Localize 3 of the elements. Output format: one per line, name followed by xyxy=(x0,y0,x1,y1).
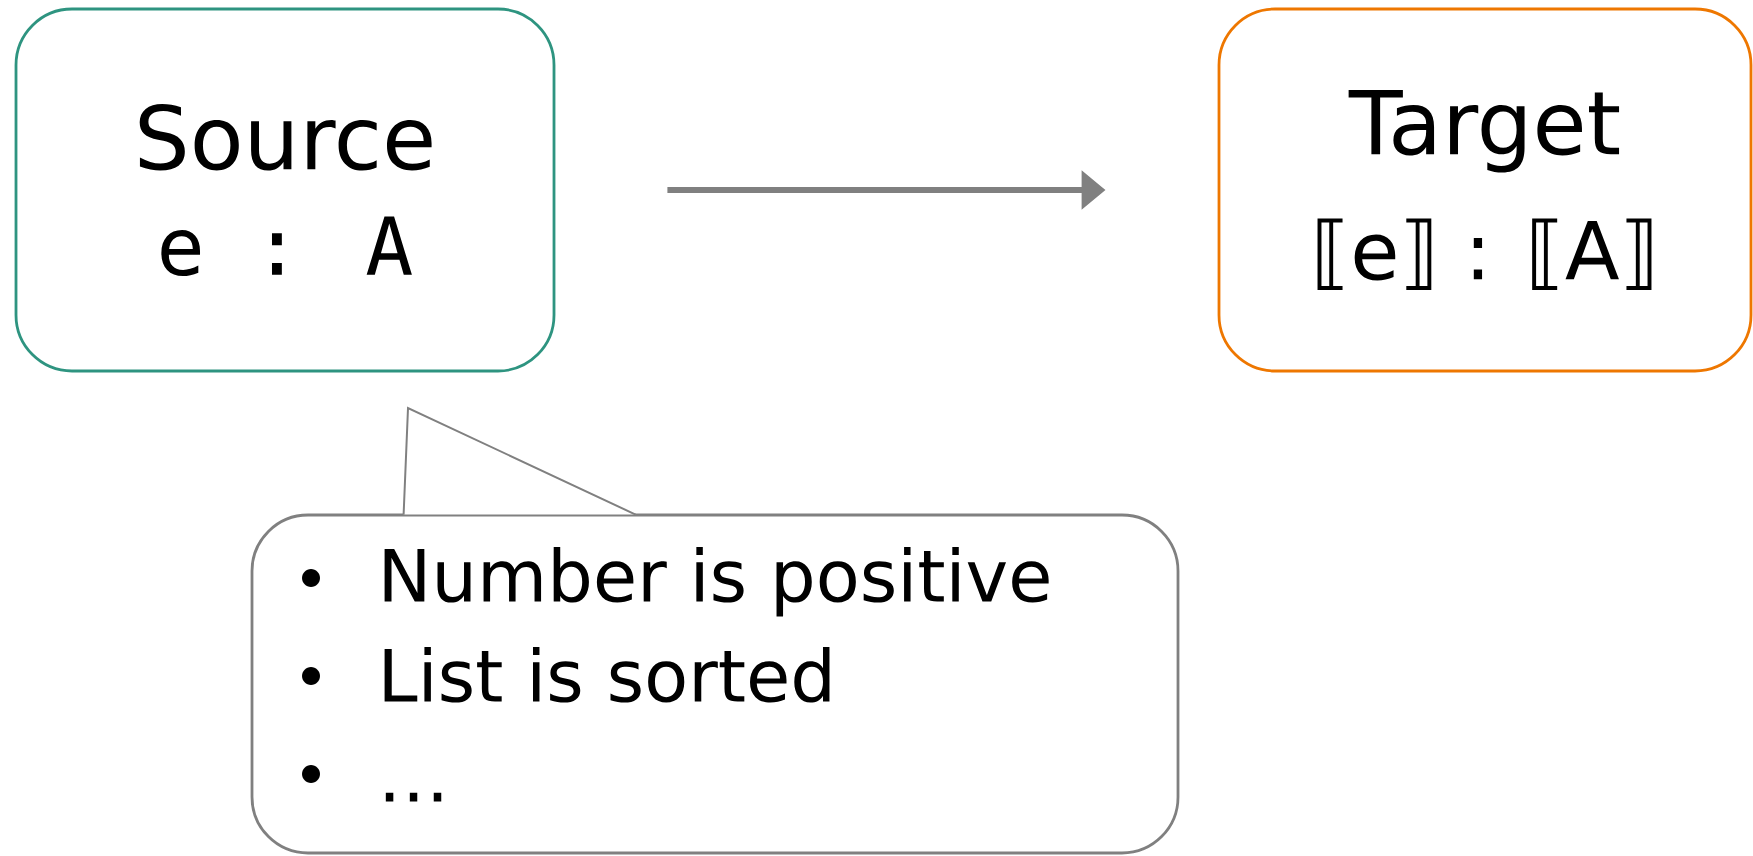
speech-bubble: Number is positive List is sorted … xyxy=(250,406,1180,855)
target-box: Target ⟦e⟧ : ⟦A⟧ xyxy=(1217,7,1753,373)
source-box: Source e : A xyxy=(14,7,556,373)
